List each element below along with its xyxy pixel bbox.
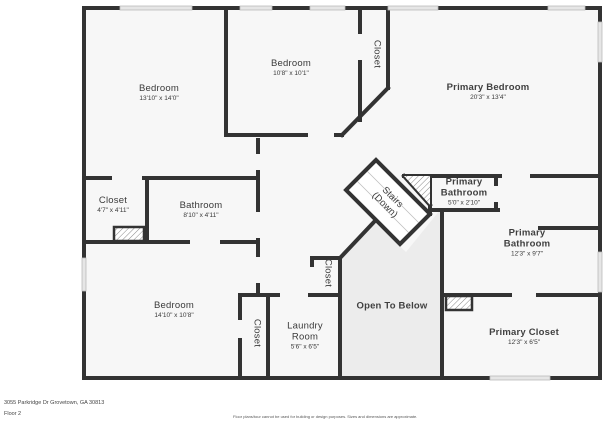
chase-closet — [444, 294, 474, 312]
room-name: Closet — [322, 258, 334, 288]
window — [597, 251, 603, 293]
room-name: Closet — [98, 194, 128, 206]
room-dimensions: 12'3" x 9'7" — [510, 250, 544, 258]
room-name-2: Bathroom — [440, 187, 488, 199]
room-name: Primary — [508, 227, 546, 239]
room-bedroom-nw: Bedroom 13'10" x 14'0" — [139, 82, 179, 102]
room-primary-bathroom: Primary Bathroom 12'3" x 9'7" — [503, 227, 551, 258]
room-open-to-below: Open To Below — [356, 300, 428, 313]
disclaimer: Floor plans/tour cannot be used for buil… — [233, 414, 418, 419]
window — [309, 5, 346, 11]
room-name: Primary — [445, 176, 483, 188]
room-closet-sw: Closet — [251, 319, 262, 347]
room-laundry: Laundry Room 5'6" x 6'5" — [287, 320, 323, 351]
room-bedroom-north: Bedroom 10'8" x 10'1" — [271, 57, 311, 77]
room-name: Bathroom — [179, 199, 223, 211]
room-dimensions: 12'3" x 6'5" — [507, 338, 541, 346]
floor-plan — [81, 5, 603, 381]
window — [547, 5, 586, 11]
room-dimensions: 20'3" x 13'4" — [470, 93, 506, 101]
room-dimensions: 13'10" x 14'0" — [139, 94, 179, 102]
open-to-below-area — [342, 210, 440, 378]
chase-west — [112, 225, 146, 243]
room-name: Primary Closet — [489, 326, 559, 338]
room-dimensions: 14'10" x 10'8" — [154, 311, 194, 319]
room-name: Laundry — [287, 320, 323, 332]
room-name-2: Bathroom — [503, 238, 551, 250]
window — [119, 5, 193, 11]
room-closet-north: Closet — [371, 40, 382, 68]
room-primary-closet: Primary Closet 12'3" x 6'5" — [489, 326, 559, 346]
room-closet-small: Closet — [322, 259, 333, 287]
room-dimensions: 5'0" x 2'10" — [447, 199, 481, 207]
room-name: Primary Bedroom — [446, 81, 530, 93]
room-closet-west: Closet 4'7" x 4'11" — [97, 194, 129, 214]
room-name-2: Room — [291, 331, 319, 343]
room-dimensions: 10'8" x 10'1" — [273, 69, 309, 77]
room-name: Bedroom — [271, 57, 311, 69]
room-name: Closet — [371, 39, 383, 69]
window — [387, 5, 439, 11]
floor-label: Floor 2 — [4, 411, 22, 417]
room-name: Open To Below — [356, 300, 428, 312]
room-bathroom: Bathroom 8'10" x 4'11" — [179, 199, 223, 219]
room-dimensions: 8'10" x 4'11" — [183, 211, 219, 219]
window — [597, 21, 603, 63]
window — [81, 257, 87, 292]
window — [239, 5, 273, 11]
room-primary-bedroom: Primary Bedroom 20'3" x 13'4" — [446, 81, 530, 101]
room-name: Bedroom — [139, 82, 179, 94]
room-name: Closet — [251, 318, 263, 348]
room-primary-bathroom-small: Primary Bathroom 5'0" x 2'10" — [440, 176, 488, 207]
property-address: 3055 Parkridge Dr Grovetown, GA 30813 — [4, 400, 105, 406]
room-name: Bedroom — [154, 299, 194, 311]
window — [489, 375, 551, 381]
chase-stairs — [404, 176, 430, 205]
room-dimensions: 4'7" x 4'11" — [97, 206, 129, 214]
room-bedroom-sw: Bedroom 14'10" x 10'8" — [154, 299, 194, 319]
room-dimensions: 5'6" x 6'5" — [290, 343, 320, 351]
